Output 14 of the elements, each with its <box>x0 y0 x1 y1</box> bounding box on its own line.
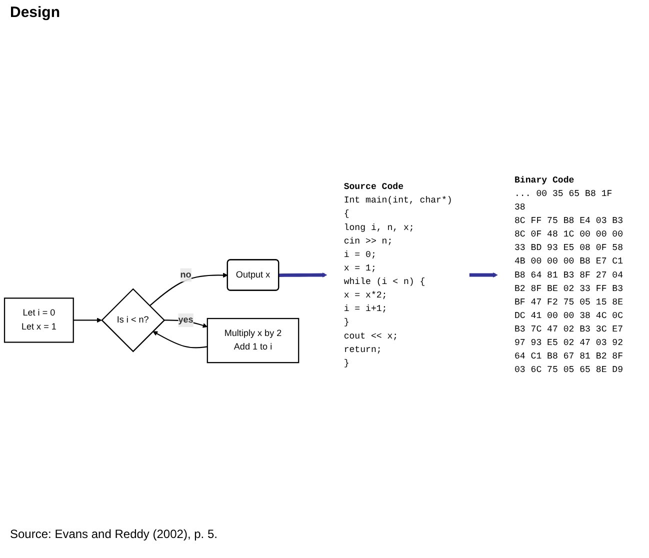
arrow <box>152 331 208 348</box>
column-heading: Design <box>10 4 60 21</box>
arrow <box>149 272 228 306</box>
node-diamond: Is i < n? <box>101 288 166 352</box>
arrow <box>73 318 102 323</box>
node-box: Let i = 0 Let x = 1 <box>4 298 74 343</box>
node-text: Source Code Int main(int, char*) { long i, n, x; cin >> n; i = 0; x = 1; while (i < n) { x = x*2; i = i+1; } cout << x; return; } <box>344 182 452 368</box>
source-caption: Source: Evans and Reddy (2002), p. 5. <box>10 527 218 541</box>
arrow <box>469 272 498 278</box>
node-text: Binary Code ... 00 35 65 B8 1F 38 8C FF 75 B8 E4 03 B3 8C 0F 48 1C 00 00 00 33 BD 93 E5 08 0F 58 4B 00 00 00 B8 E7 C1 B8 64 81 B3 8F 27 04 B2 8F BE 02 33 FF B3 BF 47 F2 75 05 15 8E DC 41 00 00 38 4C 0C B3 7C 47 02 B3 3C E7 97 93 E5 02 47 03 92 64 C1 B8 67 81 B2 8F 03 6C 75 05 65 8E D9 <box>514 174 624 376</box>
arrow <box>278 272 328 278</box>
edge-label: no <box>180 270 192 280</box>
node-box: Multiply x by 2 Add 1 to i <box>206 318 300 364</box>
edge-label: yes <box>178 315 194 325</box>
